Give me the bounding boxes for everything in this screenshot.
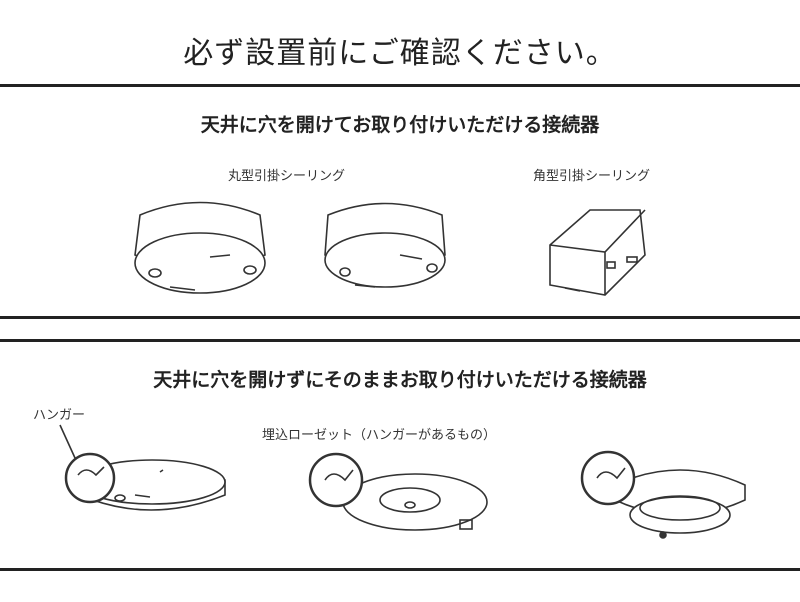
- rosette-illustration-1: [59, 424, 226, 511]
- round-ceiling-illustration-2: [324, 202, 446, 288]
- label-square-ceiling: 角型引掛シーリング: [533, 169, 651, 184]
- rosette-illustration-3: [580, 450, 746, 539]
- divider: [0, 84, 800, 87]
- section1-heading: 天井に穴を開けてお取り付けいただける接続器: [200, 114, 600, 136]
- label-embedded-rosette: 埋込ローゼット（ハンガーがあるもの）: [262, 428, 497, 443]
- label-hanger: ハンガー: [33, 408, 86, 423]
- divider: [0, 568, 800, 571]
- round-ceiling-illustration-1: [134, 201, 266, 294]
- label-round-ceiling: 丸型引掛シーリング: [228, 169, 346, 184]
- divider: [0, 339, 800, 342]
- rosette-illustration-2: [308, 452, 488, 531]
- page-title: 必ず設置前にご確認ください。: [183, 36, 617, 71]
- section2-heading: 天井に穴を開けずにそのままお取り付けいただける接続器: [153, 369, 647, 391]
- divider: [0, 316, 800, 319]
- square-ceiling-illustration: [549, 209, 646, 296]
